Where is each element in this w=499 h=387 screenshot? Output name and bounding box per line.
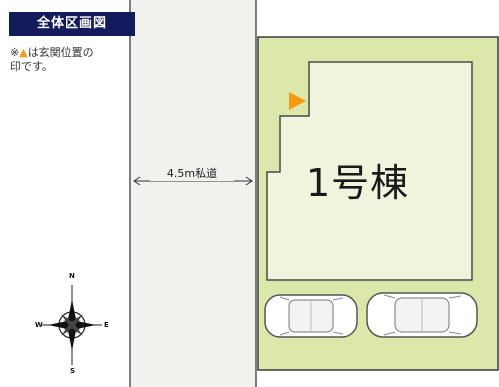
private-road (130, 0, 256, 387)
compass-east-label: E (104, 321, 109, 329)
building-footprint (266, 61, 473, 281)
note-triangle: ▲ (19, 46, 28, 59)
entrance-triangle-icon (289, 92, 306, 110)
entrance-note: ※▲は玄関位置の 印です。 (10, 46, 145, 74)
road-dimension-line (133, 176, 253, 186)
compass-north-label: N (69, 272, 75, 280)
building-label: 1号棟 (306, 161, 410, 205)
compass-south-label: S (70, 367, 76, 375)
compass-west-label: W (35, 321, 43, 329)
note-prefix: ※ (10, 46, 20, 59)
note-line2: 印です。 (10, 60, 53, 73)
car-icon (264, 294, 358, 338)
car-icon (366, 292, 478, 338)
compass-rose-icon (42, 285, 102, 365)
road-width-label: 4.5m私道 (150, 165, 234, 181)
note-line1: は玄関位置の (27, 46, 94, 59)
plan-title: 全体区画図 (9, 12, 135, 36)
